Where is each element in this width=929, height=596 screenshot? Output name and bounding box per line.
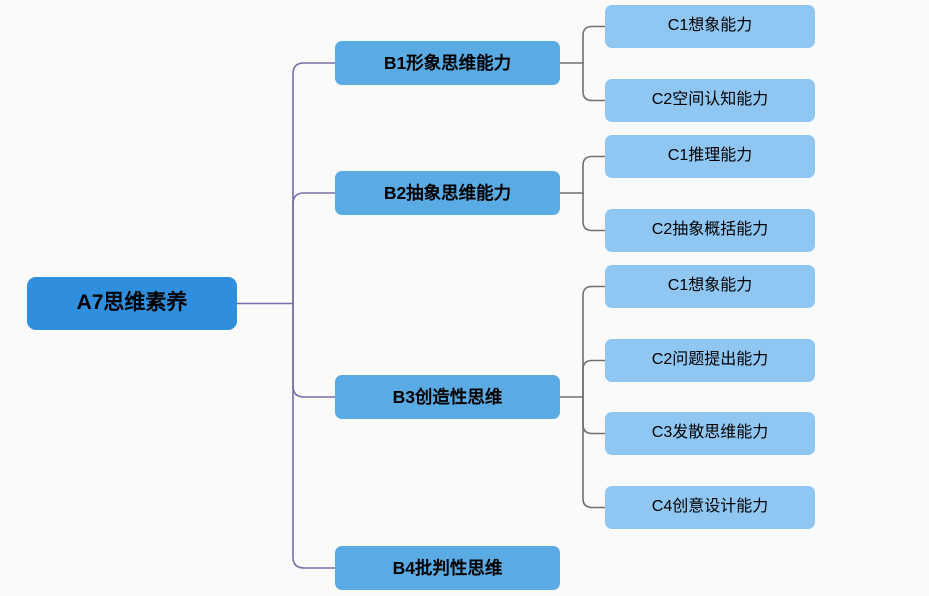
connector-line: [292, 192, 336, 305]
node-leaf-b3c4[interactable]: C4创意设计能力: [605, 486, 815, 529]
node-root-a7[interactable]: A7思维素养: [27, 277, 237, 330]
connector-line: [582, 62, 606, 102]
connector-line: [582, 359, 606, 398]
node-branch-b3[interactable]: B3创造性思维: [335, 375, 560, 419]
connector-line: [582, 155, 606, 194]
connector-line: [582, 192, 606, 232]
connector-line: [582, 285, 606, 398]
node-branch-b2[interactable]: B2抽象思维能力: [335, 171, 560, 215]
node-leaf-b3c1[interactable]: C1想象能力: [605, 265, 815, 308]
connector-line: [582, 25, 606, 64]
connector-line: [292, 62, 336, 305]
node-leaf-b1c2[interactable]: C2空间认知能力: [605, 79, 815, 122]
connector-line: [292, 302, 336, 398]
node-leaf-b2c2[interactable]: C2抽象概括能力: [605, 209, 815, 252]
connector-line: [582, 396, 606, 435]
connector-line: [292, 302, 336, 569]
node-leaf-b1c1[interactable]: C1想象能力: [605, 5, 815, 48]
node-leaf-b3c3[interactable]: C3发散思维能力: [605, 412, 815, 455]
connector-line: [582, 396, 606, 509]
node-leaf-b2c1[interactable]: C1推理能力: [605, 135, 815, 178]
node-branch-b1[interactable]: B1形象思维能力: [335, 41, 560, 85]
node-leaf-b3c2[interactable]: C2问题提出能力: [605, 339, 815, 382]
node-branch-b4[interactable]: B4批判性思维: [335, 546, 560, 590]
